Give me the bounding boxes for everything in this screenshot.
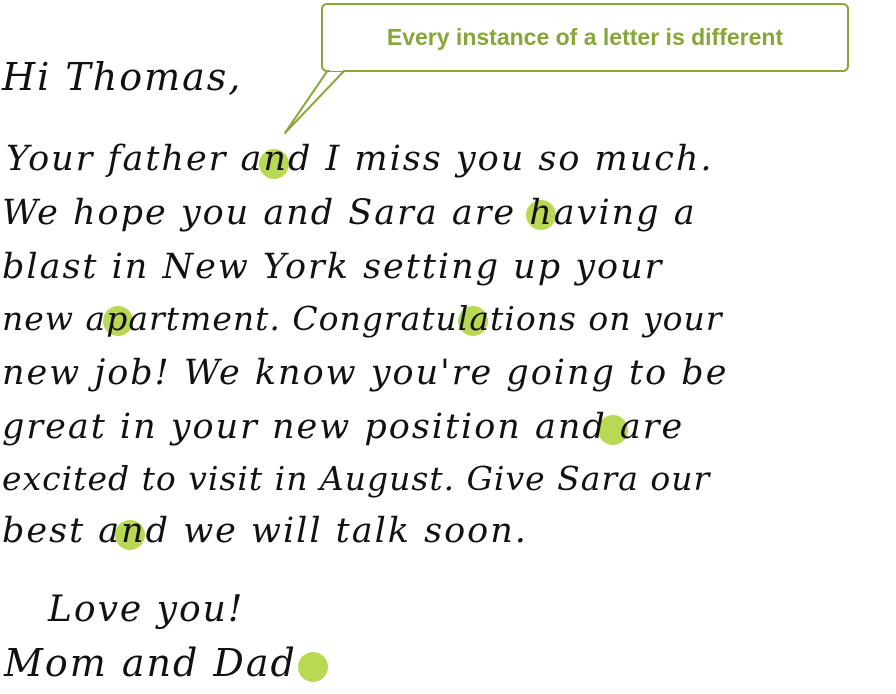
letter-a-highlight xyxy=(598,415,628,445)
callout-text: Every instance of a letter is different xyxy=(386,24,784,50)
letter-a-highlight xyxy=(526,200,556,230)
letter-line: Your father and I miss you so much. xyxy=(6,139,714,179)
letter-line: new job! We know you're going to be xyxy=(2,353,729,393)
letter-line: excited to visit in August. Give Sara ou… xyxy=(2,459,711,498)
letter-a-highlight xyxy=(103,306,133,336)
letter-line: great in your new position and are xyxy=(2,407,685,447)
letter-a-highlight xyxy=(115,520,145,550)
letter-signature: Mom and Dad xyxy=(4,641,297,685)
letter-line: new apartment. Congratulations on your xyxy=(2,299,723,338)
letter-line: blast in New York setting up your xyxy=(2,247,664,287)
letter-a-highlight xyxy=(259,149,289,179)
letter-a-highlight xyxy=(458,306,488,336)
letter-greeting: Hi Thomas, xyxy=(2,55,243,99)
letter-a-highlight xyxy=(298,652,328,682)
letter-closing: Love you! xyxy=(48,589,245,630)
callout-box: Every instance of a letter is different xyxy=(321,3,849,72)
letter-line: We hope you and Sara are having a xyxy=(2,193,697,233)
letter-line: best and we will talk soon. xyxy=(2,511,528,551)
